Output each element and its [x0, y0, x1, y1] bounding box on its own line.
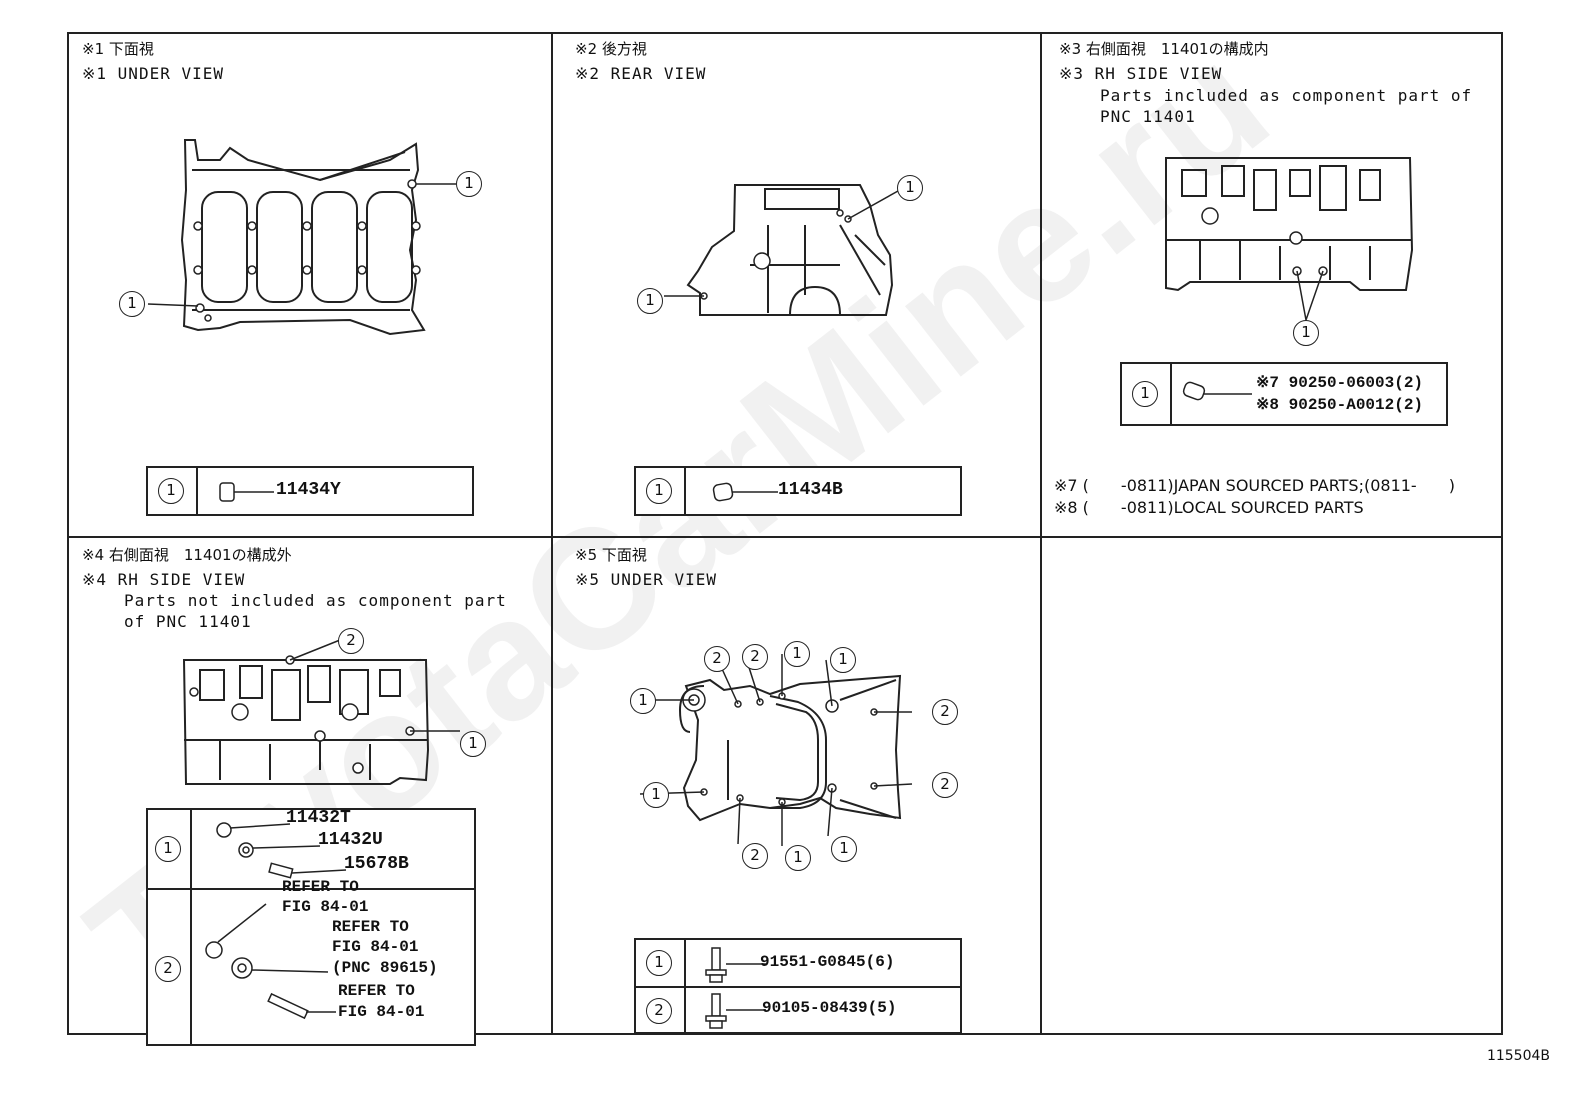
- part-table-4-row-divider: [148, 888, 474, 890]
- panel-3-title-en: ※3 RH SIDE VIEW: [1059, 64, 1223, 83]
- note-japan-sourced: ※7 ( -0811)JAPAN SOURCED PARTS;(0811- ): [1054, 476, 1455, 495]
- part-number-15678B: 15678B: [344, 854, 409, 874]
- note-local-sourced: ※8 ( -0811)LOCAL SOURCED PARTS: [1054, 498, 1364, 517]
- part-table-1: 1 11434Y: [146, 466, 474, 516]
- grid-divider-v2: [1040, 32, 1042, 1035]
- refer-to-label-2: REFER TO: [332, 918, 409, 936]
- panel-3-pnc: PNC 11401: [1100, 107, 1196, 126]
- part-number-11432T: 11432T: [286, 808, 351, 828]
- panel-2-title-en: ※2 REAR VIEW: [575, 64, 707, 83]
- part-table-4: 1 2 11432T 11432U 15678B REFER TO: [146, 808, 476, 1046]
- refer-to-label-3: REFER TO: [338, 982, 415, 1000]
- callout-5-k: 1: [831, 836, 857, 862]
- callout-4-right: 1: [460, 731, 486, 757]
- figure-number: 115504B: [1486, 1048, 1550, 1064]
- callout-4-top: 2: [338, 628, 364, 654]
- part-number-90250-06003: ※7 90250-06003(2): [1256, 374, 1424, 392]
- panel-4-pnc: of PNC 11401: [124, 612, 252, 631]
- flange-bolt-icon-2: [702, 992, 772, 1032]
- callout-5-a: 2: [704, 646, 730, 672]
- engine-block-rear-view-drawing: [640, 175, 920, 325]
- refer-to-label-1: REFER TO: [282, 878, 359, 896]
- table-callout: 1: [158, 478, 184, 504]
- bolt-washer-stud-icons: [210, 818, 330, 884]
- plug-icon: [712, 480, 802, 504]
- table-callout: 1: [1132, 381, 1158, 407]
- table-callout-row1: 1: [646, 950, 672, 976]
- panel-1-title-en: ※1 UNDER VIEW: [82, 64, 224, 83]
- part-table-3: 1 ※7 90250-06003(2) ※8 90250-A0012(2): [1120, 362, 1448, 426]
- callout-2-left: 1: [637, 288, 663, 314]
- part-number-11434Y: 11434Y: [276, 480, 341, 500]
- plug-icon: [1182, 380, 1262, 410]
- knock-sensor-icons: [196, 894, 336, 1034]
- table-callout-row2: 2: [646, 998, 672, 1024]
- callout-5-e: 1: [630, 688, 656, 714]
- engine-block-under-view-drawing: [120, 130, 480, 350]
- part-table-5: 1 2 91551-G0845(6) 90105-08439(5): [634, 938, 962, 1034]
- part-table-3-callout-cell: 1: [1122, 364, 1172, 424]
- panel-5-title-jp: ※5 下面視: [575, 546, 647, 564]
- table-callout-row1: 1: [155, 836, 181, 862]
- callout-5-g: 1: [643, 782, 669, 808]
- part-table-4-callout-col: [148, 810, 192, 1044]
- grid-divider-v1: [551, 32, 553, 1035]
- grid-divider-h: [67, 536, 1503, 538]
- part-table-2: 1 11434B: [634, 466, 962, 516]
- callout-5-h: 2: [932, 772, 958, 798]
- callout-5-i: 2: [742, 843, 768, 869]
- part-table-2-callout-cell: 1: [636, 468, 686, 514]
- panel-3-description: Parts included as component part of: [1100, 86, 1473, 105]
- part-number-11432U: 11432U: [318, 830, 383, 850]
- callout-1-left: 1: [119, 291, 145, 317]
- callout-1-top: 1: [456, 171, 482, 197]
- part-number-90250-A0012: ※8 90250-A0012(2): [1256, 396, 1424, 414]
- panel-4-description: Parts not included as component part: [124, 591, 507, 610]
- callout-3-bottom: 1: [1293, 320, 1319, 346]
- callout-5-j: 1: [785, 845, 811, 871]
- callout-5-c: 1: [784, 641, 810, 667]
- engine-block-rh-side-drawing-2: [180, 640, 500, 800]
- panel-2-title-jp: ※2 後方視: [575, 40, 647, 58]
- oil-pan-under-view-drawing: [600, 640, 960, 870]
- part-table-5-row-divider: [636, 986, 960, 988]
- engine-block-rh-side-drawing: [1160, 150, 1420, 350]
- panel-5-title-en: ※5 UNDER VIEW: [575, 570, 717, 589]
- panel-4-title-jp: ※4 右側面視 11401の構成外: [82, 546, 292, 564]
- flange-bolt-icon: [702, 946, 772, 986]
- refer-pnc-label: (PNC 89615): [332, 959, 438, 977]
- callout-2-top: 1: [897, 175, 923, 201]
- callout-5-d: 1: [830, 647, 856, 673]
- callout-5-f: 2: [932, 699, 958, 725]
- part-table-1-callout-cell: 1: [148, 468, 198, 514]
- refer-fig-label-2: FIG 84-01: [332, 938, 419, 956]
- part-number-90105-08439: 90105-08439(5): [762, 999, 897, 1017]
- panel-3-title-jp: ※3 右側面視 11401の構成内: [1059, 40, 1269, 58]
- callout-5-b: 2: [742, 644, 768, 670]
- panel-empty: [1042, 538, 1501, 1033]
- refer-fig-label-1: FIG 84-01: [282, 898, 369, 916]
- panel-4-title-en: ※4 RH SIDE VIEW: [82, 570, 246, 589]
- plug-icon: [218, 480, 308, 504]
- part-number-11434B: 11434B: [778, 480, 843, 500]
- table-callout: 1: [646, 478, 672, 504]
- refer-fig-label-3: FIG 84-01: [338, 1003, 425, 1021]
- diagram-frame: [67, 32, 1503, 1035]
- part-number-91551-G0845: 91551-G0845(6): [760, 953, 895, 971]
- panel-1-title-jp: ※1 下面視: [82, 40, 154, 58]
- table-callout-row2: 2: [155, 956, 181, 982]
